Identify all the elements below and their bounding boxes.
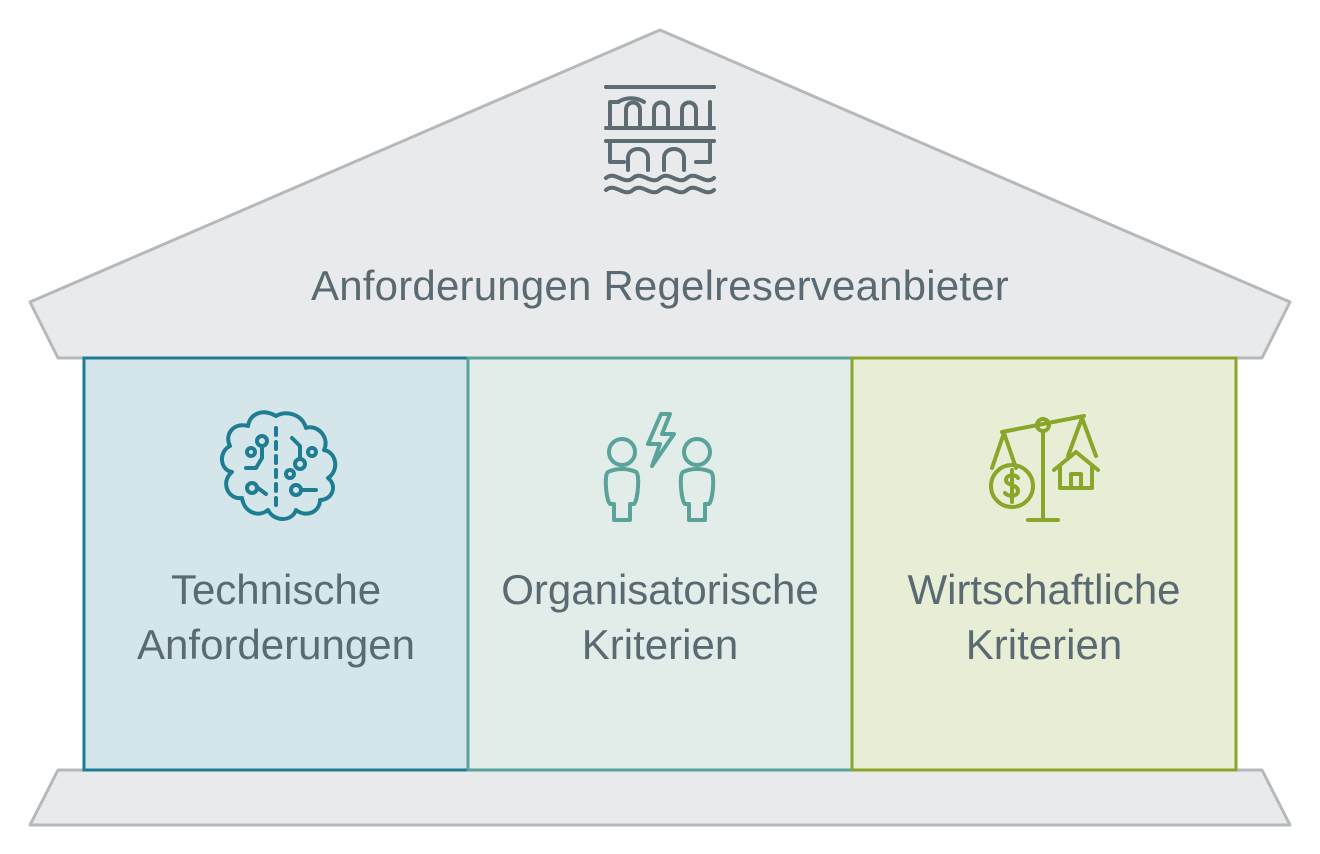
base bbox=[28, 768, 1292, 827]
pillar-label-line1: Technische bbox=[170, 566, 382, 613]
pillar-label-technische: Technische Anforderungen bbox=[84, 562, 468, 672]
pillar-wirtschaftliche bbox=[850, 356, 1238, 772]
aqueduct-icon bbox=[604, 85, 716, 195]
people-conflict-icon bbox=[603, 412, 716, 522]
pillar-label-line2: Kriterien bbox=[965, 621, 1123, 668]
pillar-label-line2: Anforderungen bbox=[137, 621, 415, 668]
brain-circuit-icon bbox=[220, 410, 338, 521]
pillar-label-line1: Organisatorische bbox=[501, 566, 819, 613]
pillar-organisatorische bbox=[466, 356, 854, 772]
balance-scale-icon bbox=[989, 414, 1100, 522]
pillar-label-line1: Wirtschaftliche bbox=[907, 566, 1181, 613]
pillar-label-organisatorische: Organisatorische Kriterien bbox=[468, 562, 852, 672]
diagram-title: Anforderungen Regelreserveanbieter bbox=[311, 262, 1009, 309]
pillar-label-line2: Kriterien bbox=[581, 621, 739, 668]
pillar-label-wirtschaftliche: Wirtschaftliche Kriterien bbox=[852, 562, 1236, 672]
